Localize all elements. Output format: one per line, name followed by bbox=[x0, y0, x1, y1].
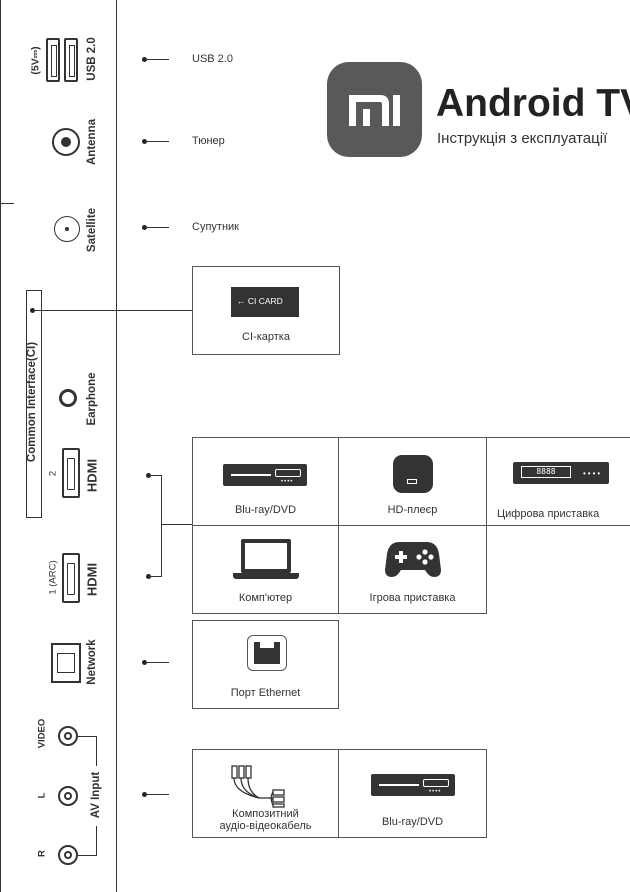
antenna-port-icon bbox=[52, 128, 80, 156]
composite-cable-cell: Композитний аудіо-відеокабель bbox=[192, 749, 339, 838]
r-label: R bbox=[36, 850, 48, 857]
av-bracket-lower bbox=[96, 826, 97, 856]
satellite-connection-label: Супутник bbox=[192, 221, 239, 233]
satellite-panel-label: Satellite bbox=[86, 207, 98, 253]
tuner-dot bbox=[142, 139, 147, 144]
bluray-label: Blu-ray/DVD bbox=[234, 504, 297, 516]
av-bracket-upper bbox=[96, 736, 97, 766]
ci-dot bbox=[30, 308, 35, 313]
hdmi1-port bbox=[62, 553, 80, 603]
hdmi1-line bbox=[149, 576, 161, 577]
set-top-box-icon: 8888•••• bbox=[513, 462, 609, 484]
composite-cable-label-1: Композитний bbox=[232, 808, 299, 820]
ci-card-box: ← CI CARD CI-картка bbox=[192, 266, 340, 355]
set-top-box-label: Цифрова приставка bbox=[497, 508, 600, 520]
av-dot bbox=[142, 792, 147, 797]
ci-line bbox=[33, 310, 192, 311]
network-panel-label: Network bbox=[86, 639, 98, 685]
computer-cell: Комп'ютер bbox=[192, 525, 339, 614]
hdmi2-line bbox=[149, 475, 161, 476]
hd-player-label: HD-плеєр bbox=[387, 504, 438, 516]
l-jack-icon bbox=[58, 786, 78, 806]
video-label: VIDEO bbox=[36, 718, 48, 749]
hd-player-icon bbox=[393, 455, 433, 493]
av-line bbox=[145, 794, 169, 795]
usb-panel-label: USB 2.0 bbox=[86, 37, 98, 81]
satellite-dot bbox=[142, 225, 147, 230]
av-bluray-label: Blu-ray/DVD bbox=[381, 816, 444, 828]
l-label: L bbox=[36, 792, 48, 799]
page-title: Android TV bbox=[436, 82, 630, 125]
composite-cable-label-2: аудіо-відеокабель bbox=[219, 820, 312, 832]
av-bracket-bottom bbox=[78, 855, 96, 856]
computer-icon bbox=[241, 539, 291, 573]
mi-logo-icon bbox=[349, 95, 400, 126]
ci-slot bbox=[26, 290, 42, 518]
hdmi1-dot bbox=[146, 574, 151, 579]
hdmi2-number: 2 bbox=[47, 470, 59, 477]
usb-port-2 bbox=[64, 38, 78, 82]
hdmi1-logo: HDMI bbox=[84, 562, 100, 597]
av-bluray-icon: •••• bbox=[371, 774, 455, 796]
av-bluray-cell: •••• Blu-ray/DVD bbox=[338, 749, 487, 838]
composite-cable-icon bbox=[231, 765, 285, 808]
computer-label: Комп'ютер bbox=[238, 592, 293, 604]
tuner-line bbox=[145, 141, 169, 142]
usb-line bbox=[145, 59, 169, 60]
tv-edge-tick bbox=[0, 203, 14, 204]
earphone-panel-label: Earphone bbox=[86, 372, 98, 426]
ci-card-icon: ← CI CARD bbox=[231, 287, 299, 317]
hdmi-bracket-link bbox=[161, 524, 192, 525]
mi-logo bbox=[327, 62, 422, 157]
ci-card-label: CI-картка bbox=[242, 331, 290, 343]
network-port-icon bbox=[51, 643, 81, 683]
hdmi2-logo: HDMI bbox=[84, 458, 100, 493]
ethernet-box: Порт Ethernet bbox=[192, 620, 339, 709]
laptop-base bbox=[233, 573, 299, 579]
game-console-label: Ігрова приставка bbox=[369, 592, 456, 604]
r-jack-icon bbox=[58, 845, 78, 865]
hdmi2-port bbox=[62, 448, 80, 498]
gamepad-icon bbox=[385, 542, 441, 577]
satellite-port-icon bbox=[54, 216, 80, 242]
ci-panel-label: Common Interface(CI) bbox=[26, 341, 38, 463]
ethernet-icon bbox=[247, 635, 287, 671]
network-dot bbox=[142, 660, 147, 665]
bluray-cell: •••• Blu-ray/DVD bbox=[192, 437, 339, 526]
ethernet-label: Порт Ethernet bbox=[230, 687, 301, 699]
usb-port-1 bbox=[46, 38, 60, 82]
av-bracket-top bbox=[78, 736, 96, 737]
usb-power-label: (5V⎓) bbox=[29, 46, 42, 75]
satellite-line bbox=[145, 227, 169, 228]
usb-dot bbox=[142, 57, 147, 62]
hd-player-cell: HD-плеєр bbox=[338, 437, 487, 526]
tv-edge-line bbox=[0, 0, 1, 892]
usb-connection-label: USB 2.0 bbox=[192, 53, 233, 65]
hdmi2-dot bbox=[146, 473, 151, 478]
bluray-icon: •••• bbox=[223, 464, 307, 486]
av-panel-label: AV Input bbox=[90, 771, 102, 819]
set-top-box-cell: 8888•••• Цифрова приставка bbox=[486, 437, 630, 526]
network-line bbox=[145, 662, 169, 663]
game-console-cell: Ігрова приставка bbox=[338, 525, 487, 614]
tuner-label: Тюнер bbox=[192, 135, 225, 147]
hdmi1-number: 1 (ARC) bbox=[47, 560, 59, 595]
video-jack-icon bbox=[58, 726, 78, 746]
hdmi-bracket bbox=[161, 475, 162, 577]
page-subtitle: Інструкція з експлуатації bbox=[437, 130, 608, 147]
panel-divider bbox=[116, 0, 117, 892]
antenna-panel-label: Antenna bbox=[86, 119, 98, 165]
earphone-port-icon bbox=[59, 389, 77, 407]
